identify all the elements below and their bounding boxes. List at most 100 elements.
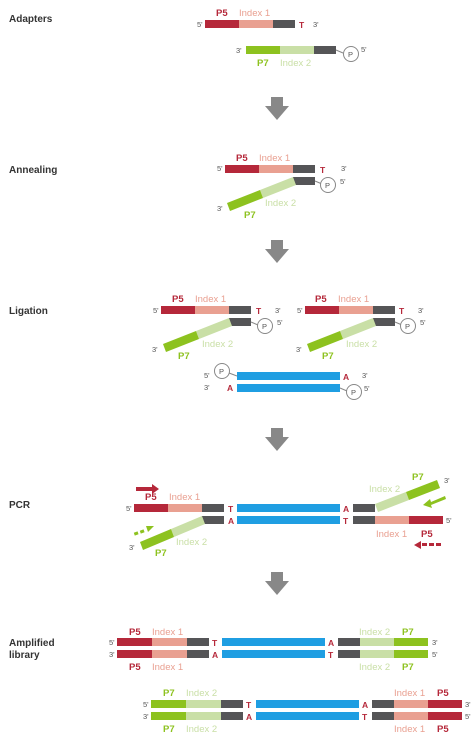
five-prime-label: 5' — [204, 371, 210, 380]
index2-segment — [340, 318, 376, 339]
index2-label: Index 2 — [369, 484, 400, 495]
index1-segment — [239, 20, 273, 28]
phosphate-label: P — [405, 322, 410, 331]
p7-label: P7 — [178, 351, 190, 362]
index1-segment — [394, 712, 428, 720]
p5-segment — [305, 306, 339, 314]
linker-segment — [373, 306, 395, 314]
stage-arrow — [265, 428, 289, 451]
p5-label: P5 — [216, 8, 228, 19]
p5-segment — [428, 712, 462, 720]
p5-label: P5 — [129, 662, 141, 673]
five-prime-label: 5' — [420, 318, 426, 327]
p7-label: P7 — [412, 472, 424, 483]
p5-label: P5 — [236, 153, 248, 164]
p5-label: P5 — [421, 529, 433, 540]
p5-primer-dashed-arrow — [414, 541, 441, 549]
a-base: A — [328, 638, 334, 648]
linker-segment — [314, 46, 336, 54]
linker-segment — [353, 504, 375, 512]
five-prime-label: 5' — [277, 318, 283, 327]
five-prime-label: 5' — [197, 20, 203, 29]
a-base: A — [343, 504, 349, 514]
stage-arrow — [265, 572, 289, 595]
p7-segment — [246, 46, 280, 54]
pcr-construct: P5 Index 1 5' T A 3' P7 Index 2 A T 5' 3… — [126, 472, 452, 559]
index1-label: Index 1 — [195, 294, 226, 305]
p7-primer-dashed-arrow — [133, 526, 154, 536]
index2-label: Index 2 — [359, 662, 390, 673]
index2-segment — [360, 650, 394, 658]
stage-title-annealing: Annealing — [9, 165, 57, 176]
p7-segment — [394, 638, 428, 646]
a-overhang: A — [227, 383, 233, 393]
linker-segment — [293, 177, 315, 185]
three-prime-label: 3' — [236, 46, 242, 55]
p5-label: P5 — [129, 627, 141, 638]
index2-label: Index 2 — [202, 339, 233, 350]
three-prime-label: 3' — [341, 164, 347, 173]
a-base: A — [246, 712, 252, 722]
t-overhang: T — [399, 306, 405, 316]
p7-segment — [163, 331, 199, 352]
p5-label: P5 — [172, 294, 184, 305]
insert-top-strand — [222, 638, 325, 646]
index2-label: Index 2 — [265, 198, 296, 209]
dna-insert: P 5' A 3' 3' A P 5' — [204, 363, 370, 400]
p7-segment — [151, 700, 186, 708]
p7-label: P7 — [257, 58, 269, 69]
index1-segment — [375, 516, 409, 524]
index2-segment — [260, 177, 296, 198]
library-fragment-2: P7 Index 2 Index 1 P5 5' T A 3' 3' A T 5… — [143, 688, 471, 735]
p5-segment — [134, 504, 168, 512]
index1-segment — [152, 638, 187, 646]
p7-label: P7 — [402, 662, 414, 673]
linker-segment — [273, 20, 295, 28]
stage-title-library: library — [9, 650, 40, 661]
five-prime-label: 5' — [432, 650, 438, 659]
five-prime-label: 5' — [364, 384, 370, 393]
index1-label: Index 1 — [152, 662, 183, 673]
index2-label: Index 2 — [359, 627, 390, 638]
index1-label: Index 1 — [259, 153, 290, 164]
t-base: T — [228, 504, 234, 514]
five-prime-label: 5' — [361, 45, 367, 54]
index1-label: Index 1 — [338, 294, 369, 305]
index2-segment — [196, 318, 232, 339]
index1-segment — [259, 165, 293, 173]
p7-label: P7 — [163, 724, 175, 735]
index2-segment — [186, 700, 221, 708]
linker-segment — [338, 638, 360, 646]
t-overhang: T — [299, 20, 305, 30]
index1-segment — [339, 306, 373, 314]
five-prime-label: 5' — [297, 306, 303, 315]
insert-top-strand — [237, 372, 340, 380]
linker-segment — [293, 165, 315, 173]
a-base: A — [362, 700, 368, 710]
p7-segment — [307, 331, 343, 352]
annealed-adapter: P5 Index 1 5' T 3' P 5' 3' P7 Index 2 — [217, 153, 347, 221]
linker-segment — [372, 700, 394, 708]
insert-top-strand — [237, 504, 340, 512]
linker-segment — [221, 712, 243, 720]
index1-label: Index 1 — [394, 724, 425, 735]
adapter-top-strand: 5' T 3' P5 Index 1 — [197, 8, 319, 30]
linker-segment — [202, 516, 224, 524]
index2-segment — [375, 492, 409, 512]
p5-segment — [117, 638, 152, 646]
five-prime-label: 5' — [465, 712, 471, 721]
index2-label: Index 2 — [186, 688, 217, 699]
phosphate-icon — [343, 46, 359, 62]
a-base: A — [228, 516, 234, 526]
index2-segment — [280, 46, 314, 54]
phosphate-label: P — [351, 388, 356, 397]
p7-label: P7 — [244, 210, 256, 221]
t-base: T — [246, 700, 252, 710]
linker-segment — [187, 650, 209, 658]
linker-segment — [353, 516, 375, 524]
p5-segment — [205, 20, 239, 28]
p5-segment — [409, 516, 443, 524]
p5-primer-arrow — [136, 484, 159, 494]
insert-bottom-strand — [237, 384, 340, 392]
linker-segment — [338, 650, 360, 658]
